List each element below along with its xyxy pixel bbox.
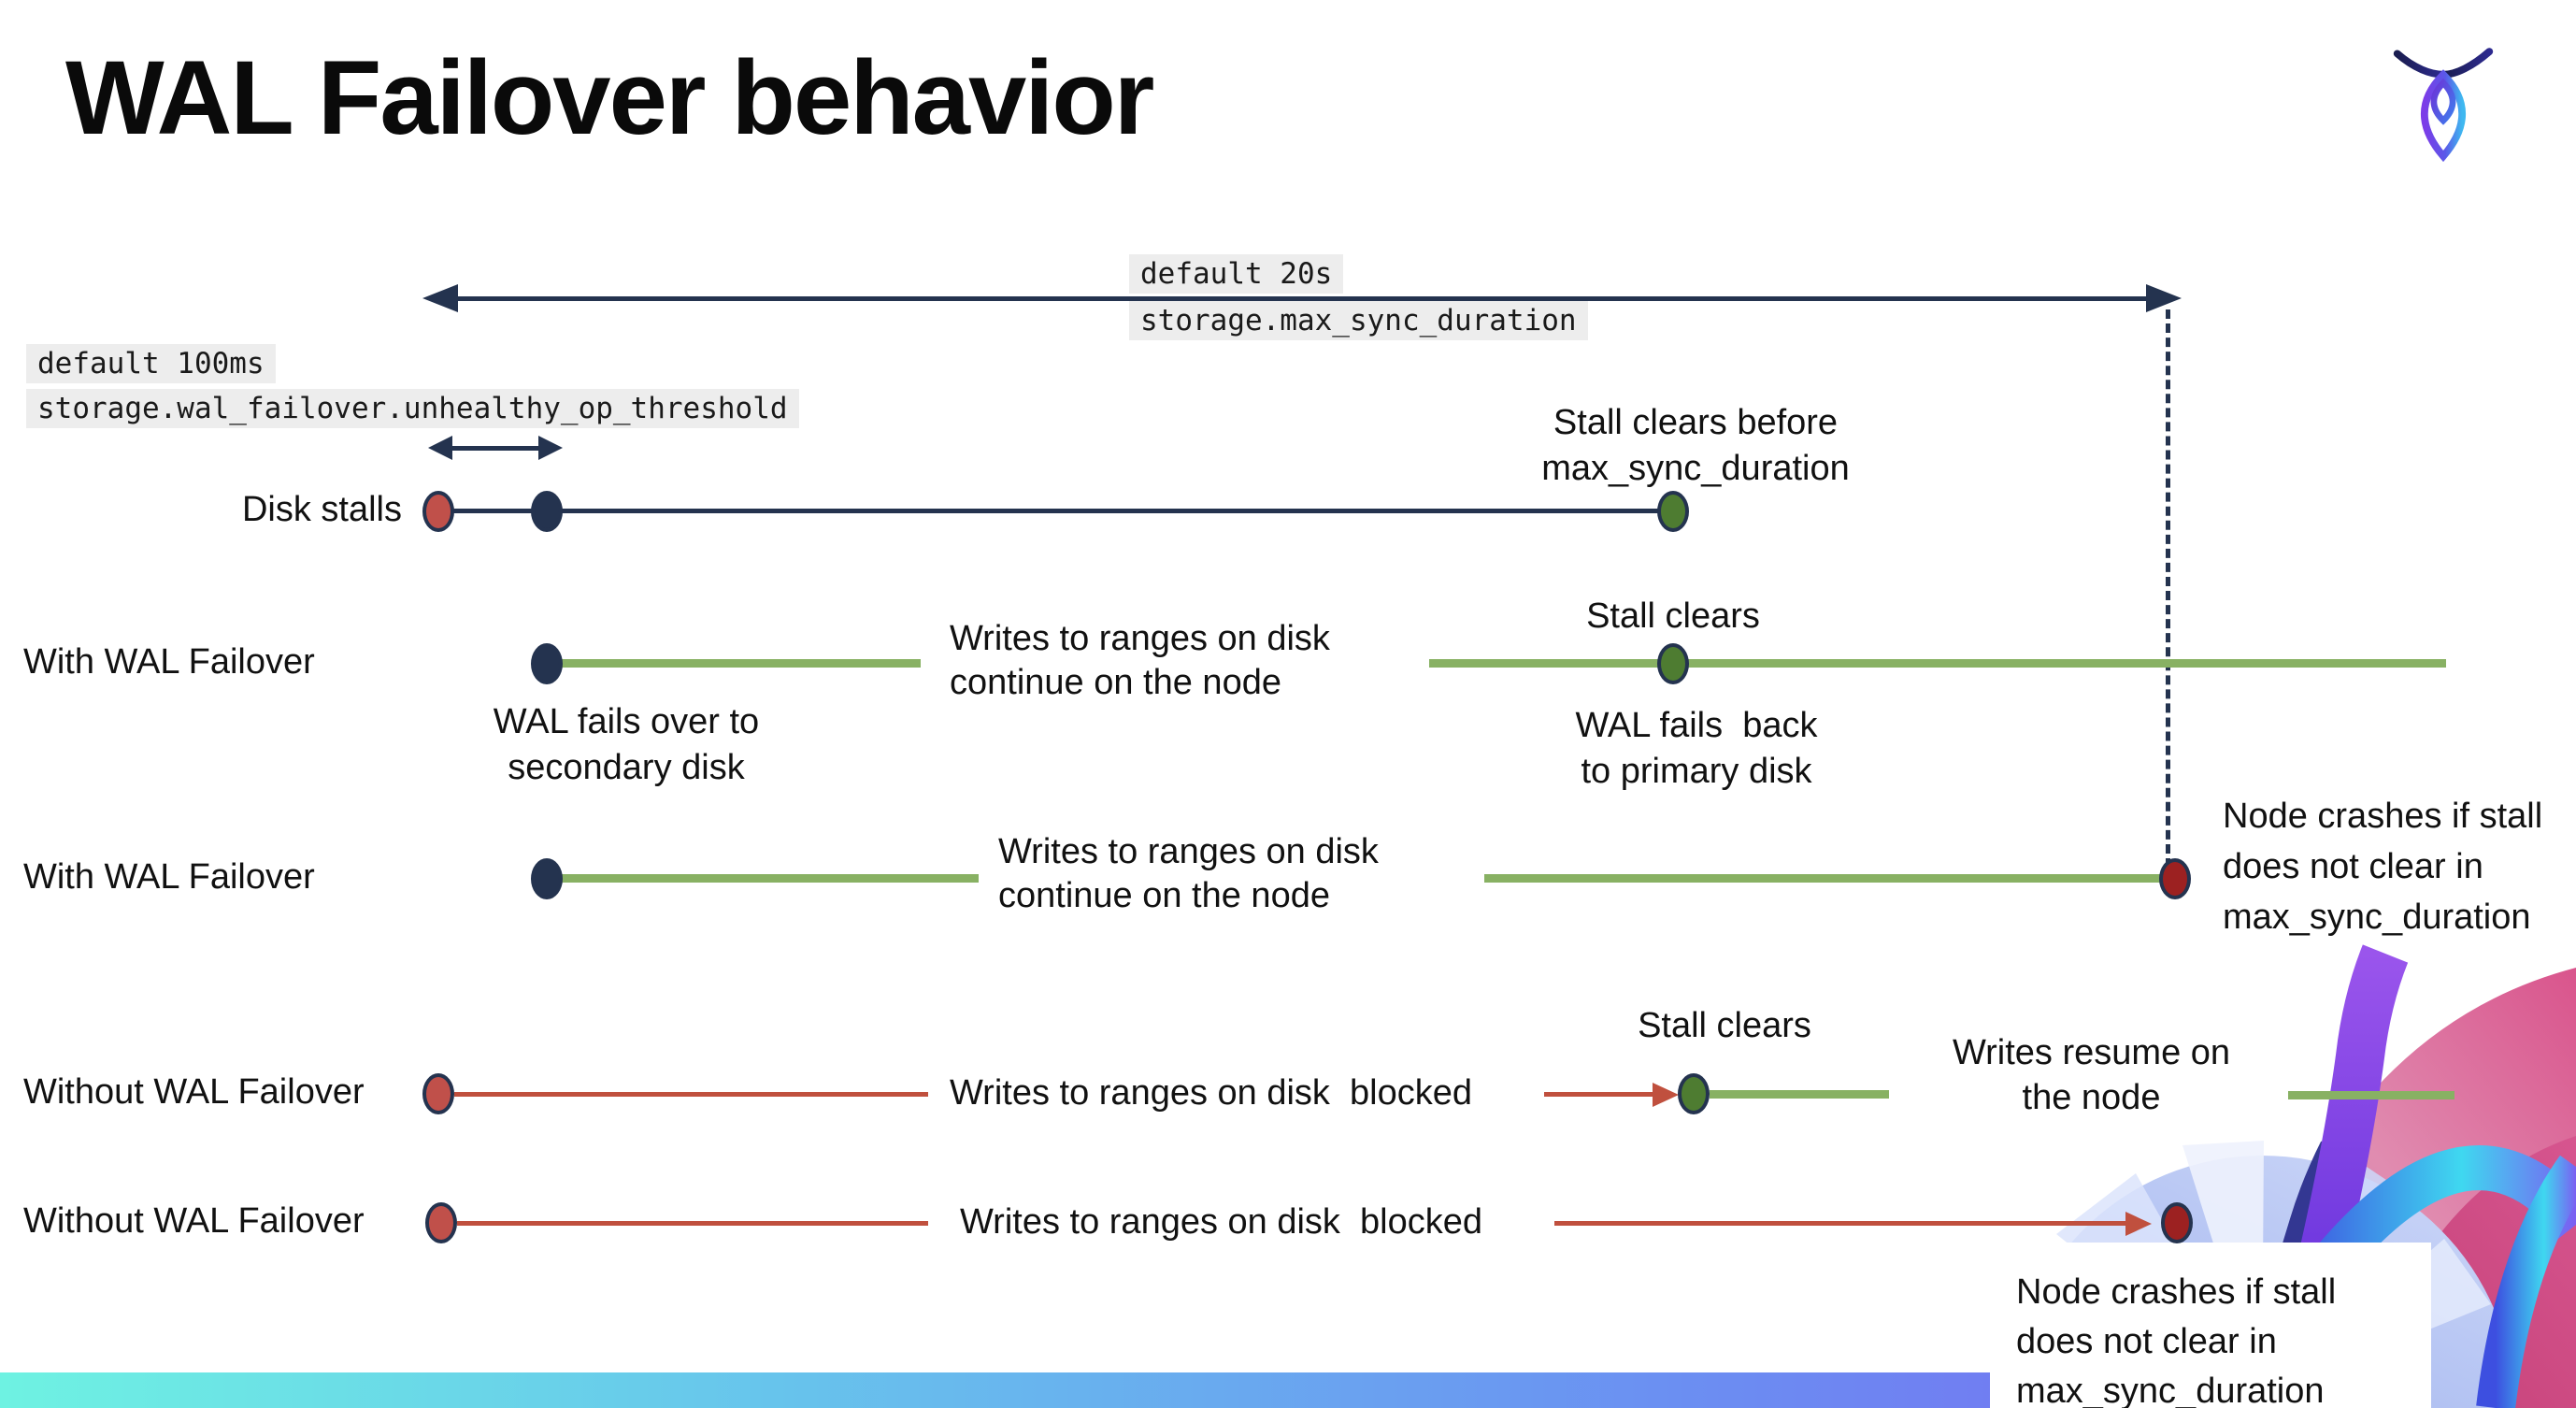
writes-continue-callout-1: Writes to ranges on disk continue on the… bbox=[950, 617, 1380, 705]
max-sync-duration-arrow-line bbox=[439, 296, 2165, 301]
row-label-without-wal-1: Without WAL Failover bbox=[23, 1072, 365, 1112]
wal-fails-over-line1: WAL fails over to bbox=[493, 702, 760, 741]
with-wal-2-crash-dot bbox=[2159, 858, 2191, 899]
writes-blocked-callout-1: Writes to ranges on disk blocked bbox=[950, 1073, 1473, 1113]
stall-clears-before-callout: Stall clears before max_sync_duration bbox=[1527, 400, 1864, 492]
stall-clears-callout-2: Stall clears bbox=[1638, 1006, 1811, 1045]
writes-resume-callout: Writes resume on the node bbox=[1944, 1030, 2239, 1120]
without-wal-1-red-line-b bbox=[1544, 1092, 1654, 1097]
node-crashes-right-line2: does not clear in bbox=[2223, 847, 2483, 886]
stall-clears-callout-1: Stall clears bbox=[1586, 596, 1760, 636]
unhealthy-op-default-label: default 100ms bbox=[26, 344, 276, 383]
with-wal-1-green-line-a bbox=[562, 659, 921, 668]
max-sync-duration-dashed-line bbox=[2166, 309, 2170, 868]
cockroachdb-logo-icon bbox=[2393, 48, 2494, 163]
unhealthy-op-setting-label: storage.wal_failover.unhealthy_op_thresh… bbox=[26, 389, 799, 428]
wal-fails-over-line2: secondary disk bbox=[508, 748, 745, 787]
without-wal-1-green-line-a bbox=[1710, 1090, 1889, 1099]
without-wal-1-stall-clears-dot bbox=[1678, 1073, 1710, 1114]
without-wal-2-stall-dot bbox=[425, 1202, 457, 1243]
without-wal-2-red-line-b bbox=[1554, 1221, 2127, 1226]
unhealthy-op-arrowhead-right bbox=[538, 436, 563, 460]
wal-fails-over-callout: WAL fails over to secondary disk bbox=[481, 699, 771, 791]
with-wal-2-failover-dot bbox=[531, 858, 563, 899]
writes-continue-2-line1: Writes to ranges on disk bbox=[998, 832, 1379, 871]
threshold-reached-dot bbox=[531, 491, 563, 532]
without-wal-2-red-line-a bbox=[457, 1221, 928, 1226]
with-wal-2-green-line-b bbox=[1484, 874, 2160, 883]
writes-continue-1-line1: Writes to ranges on disk bbox=[950, 619, 1330, 658]
without-wal-1-green-line-b bbox=[2288, 1091, 2454, 1099]
without-wal-1-red-line-a bbox=[454, 1092, 928, 1097]
writes-continue-2-line2: continue on the node bbox=[998, 876, 1330, 915]
without-wal-2-crash-dot bbox=[2161, 1202, 2193, 1243]
row-label-with-wal-1: With WAL Failover bbox=[23, 642, 315, 682]
writes-blocked-callout-2: Writes to ranges on disk blocked bbox=[960, 1202, 1483, 1242]
max-sync-setting-label: storage.max_sync_duration bbox=[1129, 301, 1588, 340]
node-crashes-box bbox=[1990, 1243, 2431, 1408]
writes-resume-line1: Writes resume on bbox=[1952, 1033, 2231, 1072]
node-crashes-callout-box: Node crashes if stall does not clear in … bbox=[2016, 1268, 2418, 1408]
wal-fails-back-callout: WAL fails back to primary disk bbox=[1552, 703, 1841, 795]
disk-stall-start-dot bbox=[422, 491, 454, 532]
node-crashes-box-line2: does not clear in bbox=[2016, 1322, 2277, 1361]
writes-continue-callout-2: Writes to ranges on disk continue on the… bbox=[998, 830, 1428, 918]
node-crashes-right-line3: max_sync_duration bbox=[2223, 898, 2531, 937]
row-label-with-wal-2: With WAL Failover bbox=[23, 857, 315, 897]
page-title: WAL Failover behavior bbox=[65, 39, 1154, 156]
row-label-disk-stalls: Disk stalls bbox=[241, 490, 402, 529]
stall-clears-before-line1: Stall clears before bbox=[1553, 403, 1839, 442]
disk-stalls-timeline bbox=[438, 509, 1673, 513]
max-sync-default-label: default 20s bbox=[1129, 254, 1344, 294]
stall-clears-dot-row1 bbox=[1657, 491, 1689, 532]
without-wal-1-red-arrowhead bbox=[1653, 1083, 1679, 1107]
with-wal-1-failover-dot bbox=[531, 643, 563, 684]
node-crashes-callout-right: Node crashes if stall does not clear in … bbox=[2223, 791, 2576, 942]
with-wal-1-green-line-b bbox=[1429, 659, 2446, 668]
node-crashes-box-line1: Node crashes if stall bbox=[2016, 1272, 2337, 1312]
writes-resume-line2: the node bbox=[2022, 1078, 2161, 1117]
unhealthy-op-arrow-line bbox=[445, 446, 546, 451]
with-wal-2-green-line-a bbox=[562, 874, 979, 883]
wal-fails-back-line1: WAL fails back bbox=[1575, 706, 1818, 745]
node-crashes-box-line3: max_sync_duration bbox=[2016, 1372, 2325, 1408]
with-wal-1-stall-clears-dot bbox=[1657, 643, 1689, 684]
node-crashes-right-line1: Node crashes if stall bbox=[2223, 797, 2543, 836]
unhealthy-op-arrowhead-left bbox=[428, 436, 452, 460]
row-label-without-wal-2: Without WAL Failover bbox=[23, 1201, 365, 1241]
stall-clears-before-line2: max_sync_duration bbox=[1541, 449, 1850, 488]
without-wal-1-stall-dot bbox=[422, 1073, 454, 1114]
without-wal-2-red-arrowhead bbox=[2125, 1212, 2152, 1236]
writes-continue-1-line2: continue on the node bbox=[950, 663, 1281, 702]
max-sync-duration-arrowhead-left bbox=[422, 284, 458, 312]
wal-fails-back-line2: to primary disk bbox=[1581, 752, 1812, 791]
max-sync-duration-arrowhead-right bbox=[2146, 284, 2182, 312]
